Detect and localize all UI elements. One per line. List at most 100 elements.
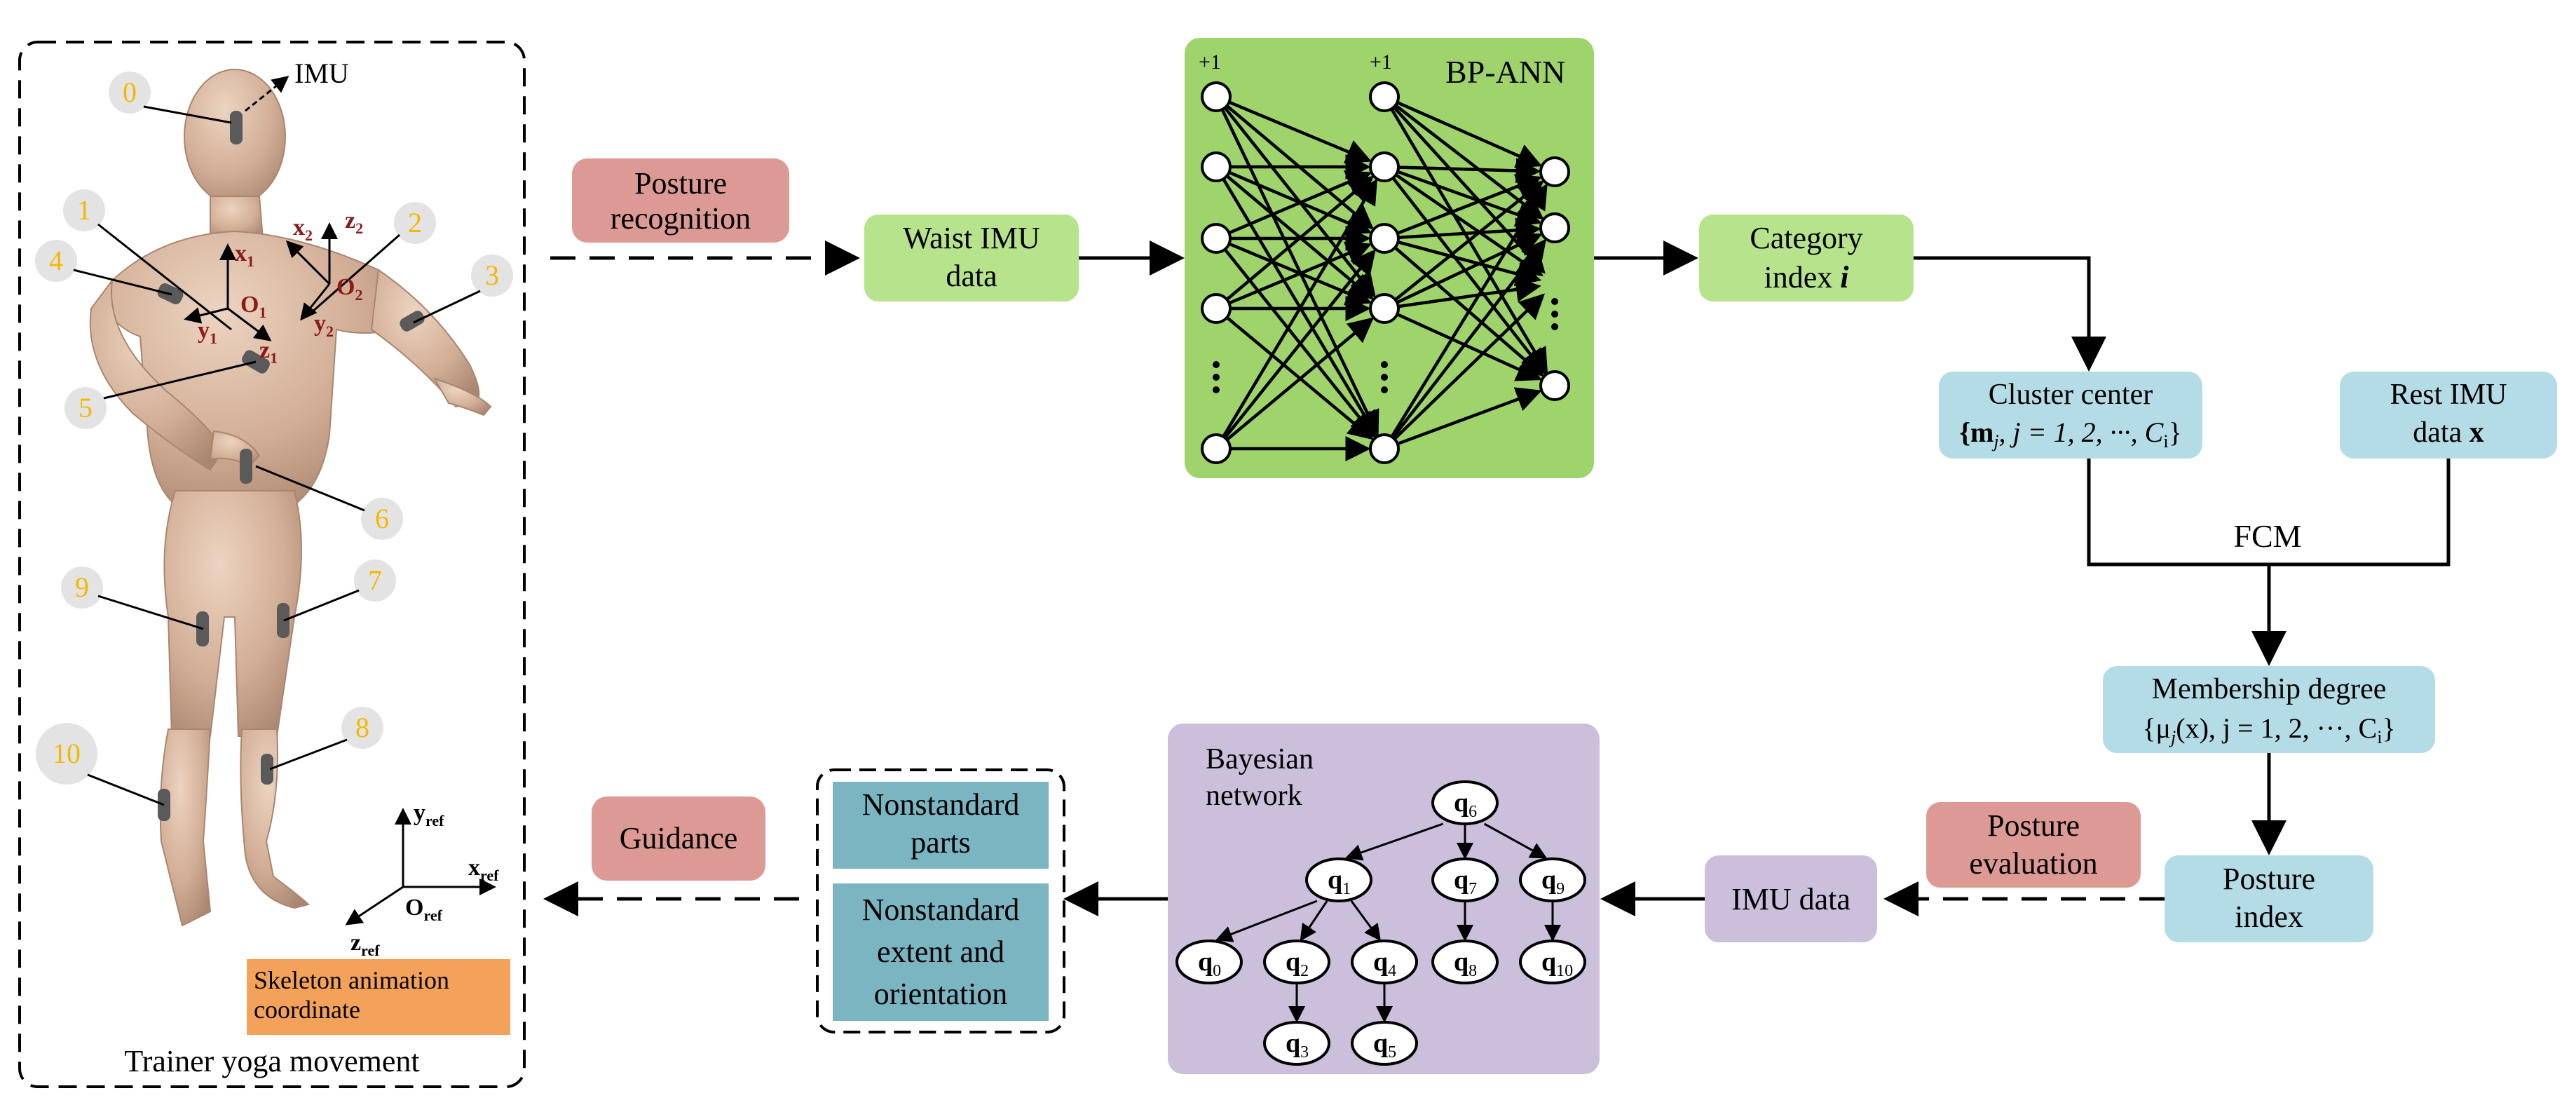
bp-ann-node: BP-ANN +1 +1 xyxy=(1185,38,1594,478)
sensor-number-10: 10 xyxy=(53,738,81,769)
ann-connection xyxy=(1398,158,1541,184)
sensor2-axes xyxy=(285,222,338,321)
bias-label-1: +1 xyxy=(1199,50,1221,74)
svg-text:Rest IMU: Rest IMU xyxy=(2390,379,2507,411)
svg-text:q6: q6 xyxy=(1454,788,1477,821)
ann-ellipsis-dot xyxy=(1381,374,1388,381)
nonstandard-parts-node xyxy=(833,782,1049,869)
svg-text:q10: q10 xyxy=(1541,947,1573,980)
ann-neuron xyxy=(1201,433,1232,464)
guidance-node: Guidance xyxy=(592,796,765,881)
ann-connection xyxy=(1223,249,1376,439)
bayes-node-q7: q7 xyxy=(1431,857,1499,902)
ann-ellipsis-dot xyxy=(1213,386,1220,393)
ann-connection xyxy=(1395,173,1543,276)
svg-text:yref: yref xyxy=(414,800,444,829)
svg-text:O1: O1 xyxy=(240,292,266,321)
skeleton-label-line1: Skeleton animation xyxy=(254,966,449,994)
svg-text:q0: q0 xyxy=(1198,947,1221,980)
ann-ellipsis-dot xyxy=(1551,298,1558,305)
arrow-category-to-cluster xyxy=(1914,256,2106,372)
rest-imu-node: Rest IMU data x xyxy=(2340,372,2557,459)
ann-neuron xyxy=(1539,212,1570,243)
nonstandard-extent-node xyxy=(833,883,1049,1021)
svg-text:Posture: Posture xyxy=(1987,808,2080,843)
sensor1-axes xyxy=(184,243,272,341)
bayes-edge xyxy=(1350,900,1382,942)
svg-text:recognition: recognition xyxy=(611,201,751,236)
ann-connection xyxy=(1396,313,1543,381)
ann-connection xyxy=(1397,240,1542,287)
svg-text:q3: q3 xyxy=(1286,1029,1309,1062)
svg-text:Nonstandard: Nonstandard xyxy=(862,787,1020,822)
ann-connection xyxy=(1394,180,1544,301)
ann-ellipsis-dot xyxy=(1213,361,1220,368)
svg-text:Oref: Oref xyxy=(405,895,443,924)
svg-text:orientation: orientation xyxy=(874,977,1008,1011)
human-figure xyxy=(89,69,492,927)
ann-connection xyxy=(1397,170,1542,227)
ann-neuron xyxy=(1539,156,1570,187)
svg-text:data: data xyxy=(946,259,997,293)
sensor-number-6: 6 xyxy=(375,503,389,534)
svg-text:y1: y1 xyxy=(198,318,217,347)
waist-imu-node: Waist IMU data xyxy=(864,215,1079,301)
ann-neuron xyxy=(1369,223,1400,254)
svg-text:q9: q9 xyxy=(1541,865,1565,898)
imu-data-node: IMU data xyxy=(1705,855,1877,942)
svg-text:{μj(x), j = 1, 2, ···, Ci}: {μj(x), j = 1, 2, ···, Ci} xyxy=(2142,712,2395,747)
ann-neuron xyxy=(1201,81,1232,112)
ann-connection xyxy=(1220,109,1379,437)
sensor-number-2: 2 xyxy=(408,207,422,238)
membership-degree-node: Membership degree {μj(x), j = 1, 2, ···,… xyxy=(2103,666,2435,753)
ann-ellipsis-dot xyxy=(1381,386,1388,393)
skeleton-coordinate-box xyxy=(247,959,510,1035)
bayes-node-q1: q1 xyxy=(1305,857,1372,902)
svg-text:z1: z1 xyxy=(259,337,278,367)
ann-neuron xyxy=(1201,293,1232,324)
svg-text:{mj, j = 1, 2, ···, Ci}: {mj, j = 1, 2, ···, Ci} xyxy=(1959,416,2182,452)
bayes-node-q4: q4 xyxy=(1351,940,1418,984)
ann-connection xyxy=(1225,175,1375,301)
svg-text:Membership degree: Membership degree xyxy=(2152,673,2387,705)
sensor2-axis-labels: x2 z2 O2 y2 xyxy=(293,208,363,340)
svg-text:data x: data x xyxy=(2413,416,2483,449)
fcm-label: FCM xyxy=(2233,518,2301,554)
ann-ellipsis-dot xyxy=(1213,374,1220,381)
svg-text:Guidance: Guidance xyxy=(620,821,738,855)
ann-ellipsis-dot xyxy=(1551,311,1558,318)
reference-axis-labels: yref xref Oref zref xyxy=(350,800,499,959)
cluster-center-node: Cluster center {mj, j = 1, 2, ···, Ci} xyxy=(1939,372,2202,459)
svg-text:Posture: Posture xyxy=(634,166,727,201)
ann-neuron xyxy=(1201,151,1232,182)
ann-connection xyxy=(1396,233,1543,304)
bayes-node-q10: q10 xyxy=(1519,940,1586,984)
sensor-number-7: 7 xyxy=(368,564,382,596)
ann-neuron xyxy=(1201,223,1232,254)
bayes-edge xyxy=(1483,822,1548,859)
svg-text:Category: Category xyxy=(1750,221,1862,255)
ann-neuron xyxy=(1539,370,1570,401)
sensor-number-8: 8 xyxy=(355,712,369,743)
reference-axes xyxy=(345,808,496,925)
bayes-node-q9: q9 xyxy=(1519,857,1586,902)
svg-text:q7: q7 xyxy=(1454,865,1477,898)
sensor-number-3: 3 xyxy=(485,259,499,291)
bayes-edge xyxy=(1300,900,1328,942)
posture-evaluation-node: Posture evaluation xyxy=(1926,802,2141,888)
bp-ann-title: BP-ANN xyxy=(1445,54,1565,90)
svg-text:zref: zref xyxy=(350,930,380,959)
svg-text:Nonstandard: Nonstandard xyxy=(862,893,1020,927)
svg-text:O2: O2 xyxy=(336,274,362,304)
svg-text:IMU data: IMU data xyxy=(1731,882,1851,916)
bayes-node-q3: q3 xyxy=(1263,1021,1330,1066)
trainer-panel-border xyxy=(18,41,526,1088)
posture-recognition-node: Posture recognition xyxy=(572,158,789,243)
ann-connection xyxy=(1391,238,1547,439)
bayes-edge xyxy=(1344,822,1444,861)
ann-connection xyxy=(1396,387,1542,446)
nonstandard-group: Nonstandard parts Nonstandard extent and… xyxy=(816,768,1065,1033)
svg-text:q1: q1 xyxy=(1328,865,1351,898)
